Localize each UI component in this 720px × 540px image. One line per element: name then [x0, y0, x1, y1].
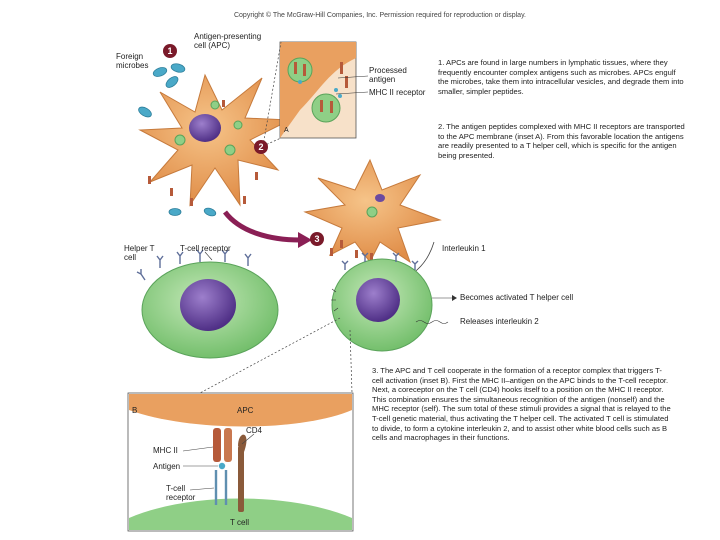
label-cd4: CD4: [246, 426, 263, 435]
cd4-coreceptor: [238, 434, 247, 512]
copyright-notice: Copyright © The McGraw-Hill Companies, I…: [233, 12, 526, 19]
foreign-microbes: [138, 63, 217, 217]
label-apc-b: APC: [237, 406, 254, 415]
t-cell-right: [331, 252, 457, 352]
paragraph-step-1: 1. APCs are found in large numbers in ly…: [438, 58, 684, 96]
t-cell-receptor-b: [214, 470, 228, 505]
helper-t-cell-left: [136, 249, 279, 359]
label-interleukin-1: Interleukin 1: [442, 244, 486, 253]
label-t-cell-receptor: T-cell receptor: [180, 244, 231, 253]
label-releases-interleukin-2: Releases interleukin 2: [460, 317, 539, 326]
label-inset-b: B: [132, 406, 138, 415]
label-activated-t-helper: Becomes activated T helper cell: [460, 293, 574, 302]
label-inset-a: A: [284, 127, 289, 134]
label-processed-antigen: Processed antigen: [369, 66, 407, 84]
inset-a: [262, 41, 369, 147]
paragraph-step-2: 2. The antigen peptides complexed with M…: [438, 122, 685, 160]
step-marker-1: 1: [163, 44, 177, 58]
label-mhc-ii: MHC II: [153, 446, 178, 455]
progress-arrow: [223, 210, 301, 243]
label-t-cell-receptor-b: T-cell receptor: [166, 484, 196, 502]
label-mhc-receptor: MHC II receptor: [369, 88, 426, 97]
label-antigen-b: Antigen: [153, 462, 181, 471]
mhc-ii-receptor: [213, 428, 232, 462]
step-marker-2: 2: [254, 140, 268, 154]
apc-cell-2: [303, 158, 442, 264]
label-helper-t-cell: Helper T cell: [124, 244, 155, 262]
step-marker-3: 3: [310, 232, 324, 246]
label-t-cell-b: T cell: [230, 518, 249, 527]
label-apc: Antigen-presenting cell (APC): [194, 32, 262, 50]
paragraph-step-3: 3. The APC and T cell cooperate in the f…: [372, 366, 671, 443]
label-foreign-microbes: Foreign microbes: [116, 52, 149, 70]
apc-cell-1: [138, 73, 292, 207]
inset-b: [127, 392, 354, 532]
